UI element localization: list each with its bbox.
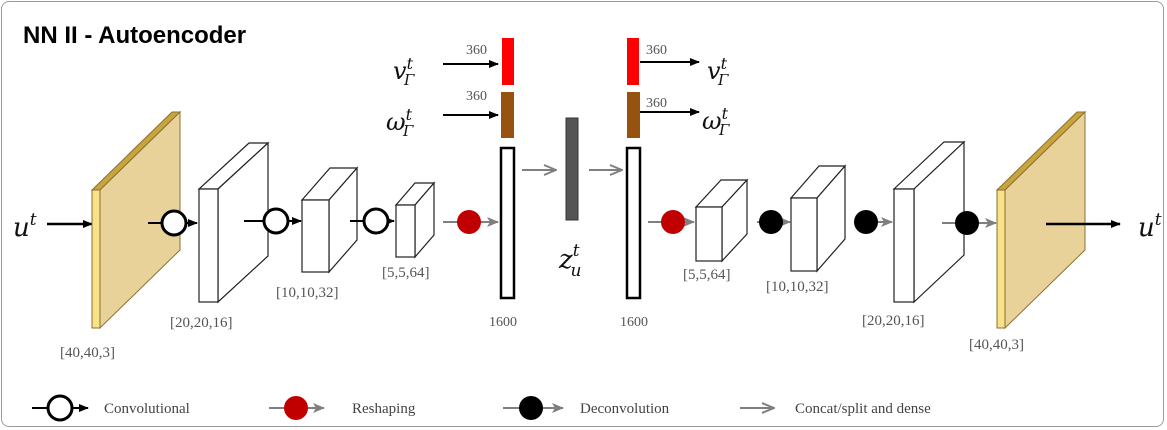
deconv2-circle (854, 210, 878, 234)
flat-encoder-layer (499, 146, 516, 300)
svg-text:360: 360 (466, 43, 487, 58)
output-image-block (995, 110, 1087, 330)
reshape-enc-circle (457, 210, 481, 234)
svg-text:360: 360 (646, 96, 667, 111)
shape-input: [40,40,3] (60, 345, 115, 361)
deconv1-circle (759, 210, 783, 234)
svg-text:Deconvolution: Deconvolution (580, 401, 670, 417)
input-image-block (90, 110, 182, 330)
flat-decoder-layer (625, 146, 642, 300)
output-label: ut (1138, 210, 1162, 243)
decoder-block-3 (892, 140, 966, 304)
svg-text:Concat/split and dense: Concat/split and dense (795, 401, 931, 417)
svg-text:vtΓ: vtΓ (393, 54, 415, 89)
diagram-title: NN II - Autoencoder (23, 22, 246, 49)
svg-text:vtΓ: vtΓ (707, 54, 729, 89)
shape-dec1: [5,5,64] (683, 267, 731, 283)
encoder-block-3 (394, 181, 436, 259)
encoder-block-1 (197, 141, 270, 304)
shape-dec2: [10,10,32] (766, 279, 829, 295)
shape-output: [40,40,3] (969, 337, 1024, 353)
conv1-circle (160, 209, 188, 237)
svg-text:ωtΓ: ωtΓ (386, 105, 414, 140)
legend-deconvolution: Deconvolution (503, 396, 670, 420)
svg-text:360: 360 (646, 43, 667, 58)
shape-flat-enc: 1600 (489, 315, 517, 330)
shape-enc2: [10,10,32] (276, 285, 339, 301)
conv2-circle (262, 207, 290, 235)
shape-enc3: [5,5,64] (382, 265, 430, 281)
svg-text:Reshaping: Reshaping (352, 401, 416, 417)
decoder-block-2 (789, 164, 847, 273)
encoder-block-2 (300, 166, 359, 274)
input-label: ut (13, 210, 37, 243)
legend-convolutional: Convolutional (32, 394, 190, 422)
shape-dec3: [20,20,16] (862, 313, 925, 329)
shape-flat-dec: 1600 (620, 315, 648, 330)
svg-text:ωtΓ: ωtΓ (702, 104, 730, 139)
reshape-dec-circle (661, 210, 685, 234)
legend: Convolutional Reshaping Deconvolution Co… (32, 394, 931, 422)
conv3-circle (362, 207, 390, 235)
legend-reshaping: Reshaping (269, 396, 416, 420)
legend-dense: Concat/split and dense (740, 401, 931, 417)
svg-text:360: 360 (466, 89, 487, 104)
svg-text:Convolutional: Convolutional (104, 401, 190, 417)
shape-enc1: [20,20,16] (170, 315, 233, 331)
latent-vector (565, 117, 579, 221)
deconv3-circle (955, 211, 979, 235)
decoder-block-1 (694, 178, 749, 263)
